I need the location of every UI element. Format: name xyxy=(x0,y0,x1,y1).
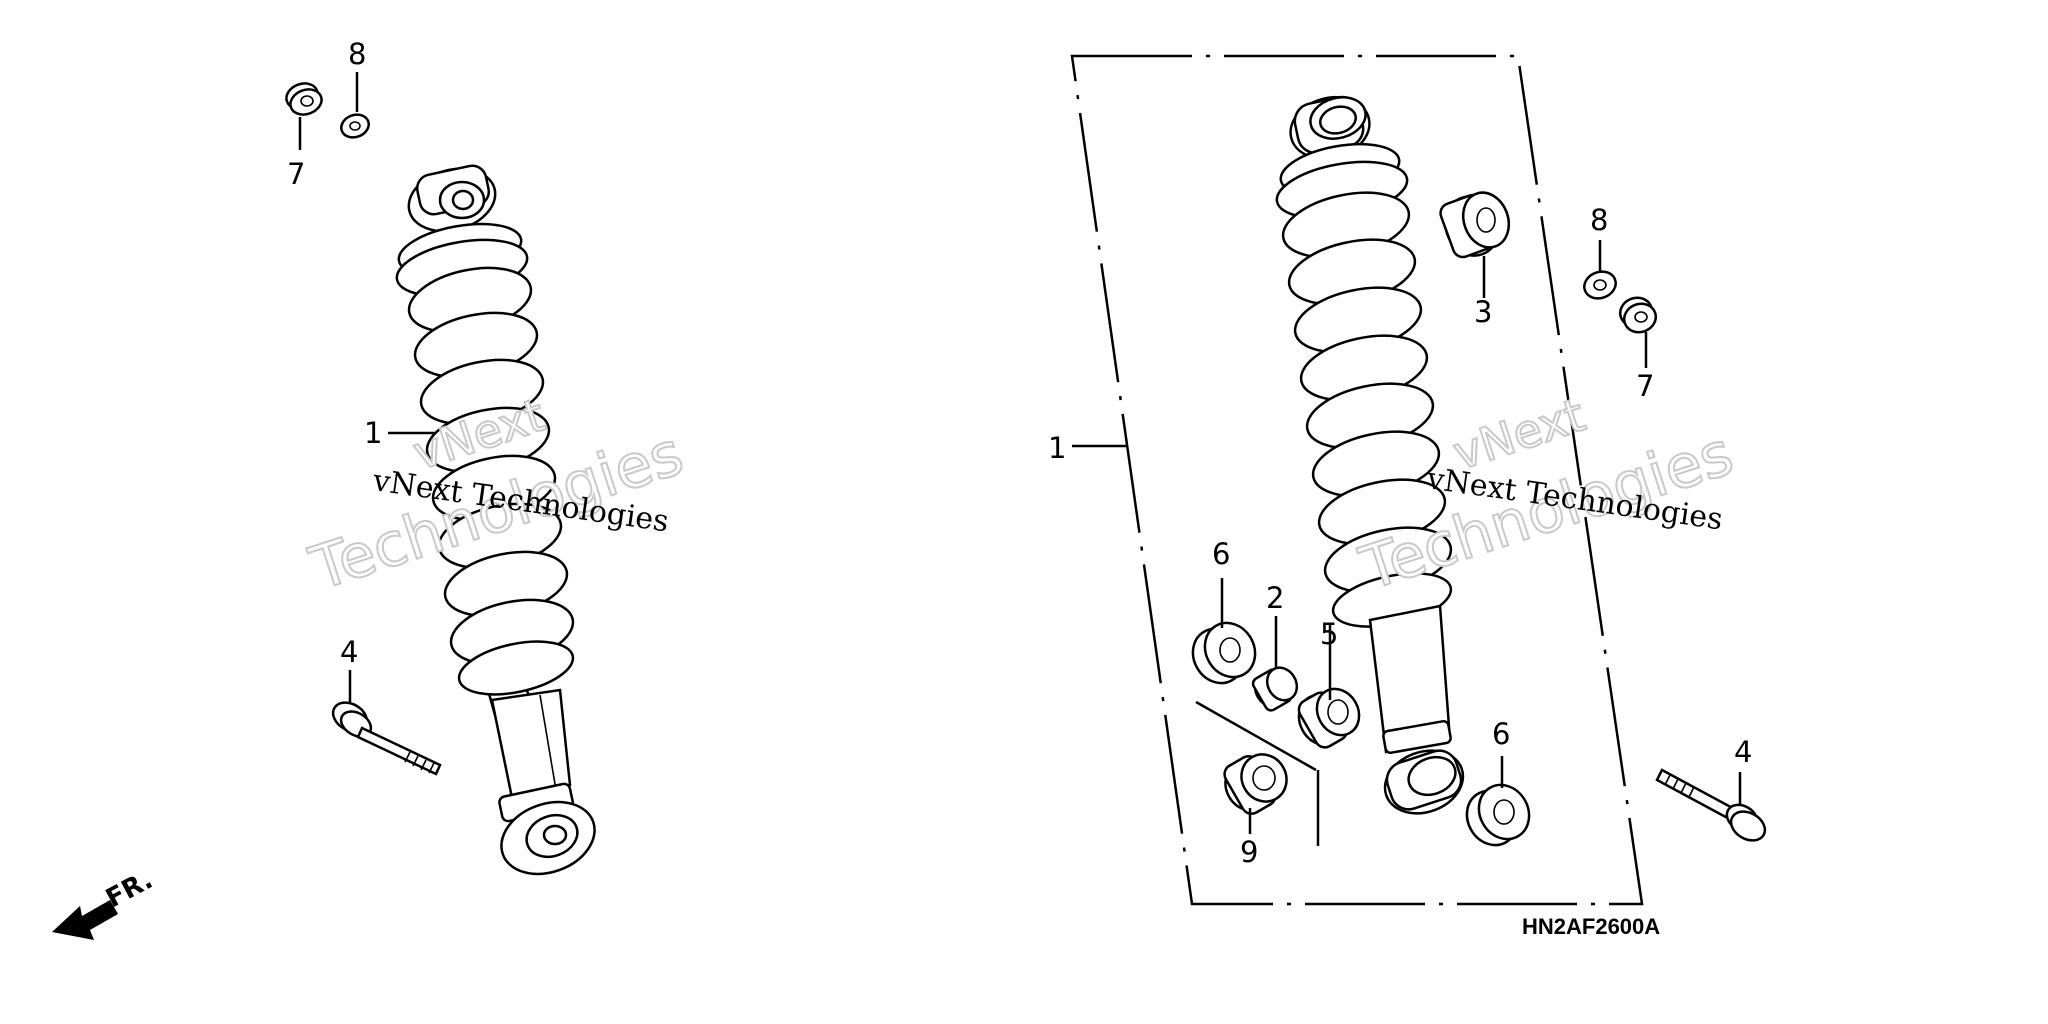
left-coil-spring xyxy=(407,266,575,696)
right-sleeve-5 xyxy=(1297,687,1361,749)
left-callout-8: 8 xyxy=(348,37,366,71)
right-bearing-9 xyxy=(1223,753,1288,815)
right-callout-5: 5 xyxy=(1320,617,1338,651)
left-bolt-4 xyxy=(331,701,442,776)
right-bearing-6b xyxy=(1465,783,1531,847)
right-callout-1: 1 xyxy=(1048,431,1066,465)
right-callout-6a: 6 xyxy=(1212,537,1230,571)
right-coil-spring xyxy=(1281,191,1453,628)
right-callout-4: 4 xyxy=(1734,735,1752,769)
right-callout-6b: 6 xyxy=(1492,717,1510,751)
right-bolt-4 xyxy=(1655,768,1767,842)
right-callout-3: 3 xyxy=(1474,295,1492,329)
right-bushing-3 xyxy=(1439,191,1511,259)
left-callout-7: 7 xyxy=(287,157,305,191)
right-bearing-6a xyxy=(1191,621,1257,685)
left-nut-7 xyxy=(285,82,323,116)
right-callout-9: 9 xyxy=(1240,835,1258,869)
right-assembly-frame xyxy=(1070,54,1644,906)
diagram-code: HN2AF2600A xyxy=(1522,914,1660,939)
front-direction-arrow: FR. xyxy=(52,865,158,940)
left-shock-absorber xyxy=(285,72,596,876)
right-leaders xyxy=(1072,240,1742,834)
left-callout-1: 1 xyxy=(364,416,382,450)
right-collar-2 xyxy=(1251,666,1299,712)
left-washer-8 xyxy=(340,113,370,139)
right-shock-absorber xyxy=(1275,95,1465,815)
right-callout-7: 7 xyxy=(1636,369,1654,403)
right-washer-8 xyxy=(1583,270,1617,300)
right-callout-2: 2 xyxy=(1266,581,1284,615)
right-nut-7 xyxy=(1618,296,1658,334)
right-callout-8: 8 xyxy=(1590,203,1608,237)
left-callout-4: 4 xyxy=(340,635,358,669)
